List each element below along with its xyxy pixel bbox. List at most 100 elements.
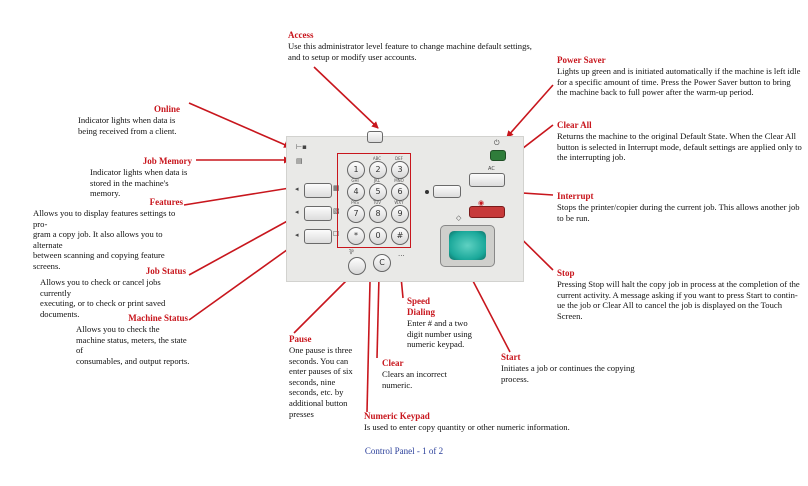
stop-button[interactable]: [469, 206, 505, 218]
clear-all-button[interactable]: [469, 173, 505, 187]
features-icon: ▦: [333, 184, 340, 192]
start-button-face: [449, 231, 486, 260]
callout-access-line-2: and to setup or modify user accounts.: [288, 51, 417, 62]
callout-power-saver-line-1: Lights up green and is initiated automat…: [557, 66, 801, 76]
keypad-key[interactable]: 9: [391, 205, 409, 223]
clear-all-label: AC: [488, 166, 495, 172]
leader-power-saver: [506, 84, 554, 138]
callout-pause-line-7: presses: [289, 408, 314, 419]
callout-job-status-line-1: Allows you to check or cancel jobs curre…: [40, 277, 161, 298]
stop-icon: ◉: [478, 199, 485, 207]
callout-start: Start Initiates a job or continues the c…: [501, 352, 635, 384]
callout-clear-all-line-3: the interrupting job.: [557, 152, 626, 163]
callout-interrupt-line-2: to be run.: [557, 212, 590, 223]
online-icon: ⊢▪: [296, 143, 307, 151]
callout-online-line-1: Indicator lights when data is: [78, 115, 176, 125]
callout-pause-line-5: seconds, etc. by: [289, 387, 344, 398]
callout-clear-all-line-1: Returns the machine to the original Defa…: [557, 131, 796, 141]
callout-clear-all-title: Clear All: [557, 120, 592, 130]
keypad-key-letters: TUV: [372, 200, 382, 205]
callout-clear-line-2: numeric.: [382, 379, 413, 390]
callout-pause-line-2: seconds. You can: [289, 355, 349, 366]
job-status-button[interactable]: [304, 206, 332, 221]
callout-pause-line-3: enter pauses of six: [289, 366, 353, 377]
callout-power-saver-title: Power Saver: [557, 55, 606, 65]
leader-online: [188, 102, 291, 148]
keypad-key-letters: PRS: [351, 200, 359, 205]
job-status-pointer-icon: ◂: [295, 208, 299, 216]
power-saver-button[interactable]: [490, 150, 506, 161]
clear-button[interactable]: C: [373, 254, 391, 272]
callout-machine-status-line-2: machine status, meters, the state of: [76, 334, 187, 356]
callout-machine-status-line-1: Allows you to check the: [76, 324, 160, 334]
leader-job-status: [188, 212, 303, 276]
pause-button[interactable]: [348, 257, 366, 275]
callout-job-memory-line-2: stored in the machine's memory.: [90, 177, 169, 199]
callout-start-title: Start: [501, 352, 521, 362]
callout-interrupt: Interrupt Stops the printer/copier durin…: [557, 191, 800, 223]
access-button[interactable]: [367, 131, 383, 143]
keypad-key-letters: DEF: [395, 156, 403, 161]
callout-interrupt-title: Interrupt: [557, 191, 594, 201]
speed-dial-key: ...: [398, 250, 405, 258]
callout-features-title: Features: [149, 197, 183, 207]
callout-clear-line-1: Clears an incorrect: [382, 369, 447, 379]
callout-power-saver: Power Saver Lights up green and is initi…: [557, 55, 800, 98]
callout-speed-dialing-line-1: Enter # and a two: [407, 318, 468, 328]
callout-speed-dialing-line-3: numeric keypad.: [407, 339, 465, 350]
start-icon: ◇: [456, 214, 462, 222]
callout-speed-dialing-title-1: Speed: [407, 296, 431, 306]
keypad-key[interactable]: 8: [369, 205, 387, 223]
callout-power-saver-line-2: for a specific amount of time. Press the…: [557, 76, 791, 87]
callout-speed-dialing-line-2: digit number using: [407, 328, 472, 339]
callout-stop-line-3: ue the job or Clear All to cancel the jo…: [557, 300, 783, 311]
callout-pause: Pause One pause is three seconds. You ca…: [289, 334, 353, 419]
callout-interrupt-line-1: Stops the printer/copier during the curr…: [557, 202, 800, 212]
keypad-key[interactable]: 6: [391, 183, 409, 201]
callout-clear-all-line-2: button is selected in Interrupt mode, de…: [557, 141, 802, 152]
machine-status-button[interactable]: [304, 229, 332, 244]
callout-features-line-2: gram a copy job. It also allows you to a…: [33, 229, 163, 250]
machine-status-pointer-icon: ◂: [295, 231, 299, 239]
keypad-key[interactable]: 0: [369, 227, 387, 245]
callout-clear-title: Clear: [382, 358, 404, 368]
interrupt-button[interactable]: [433, 185, 461, 198]
callout-numeric-keypad-line-1: Is used to enter copy quantity or other …: [364, 422, 570, 432]
callout-features: Features Allows you to display features …: [33, 197, 183, 272]
callout-features-line-3: between scanning and copying feature scr…: [33, 250, 165, 271]
keypad-key[interactable]: 5: [369, 183, 387, 201]
keypad-key[interactable]: 2: [369, 161, 387, 179]
callout-machine-status: Machine Status Allows you to check the m…: [42, 313, 192, 366]
keypad-key[interactable]: #: [391, 227, 409, 245]
features-button[interactable]: [304, 183, 332, 198]
keypad-key-letters: ABC: [372, 156, 382, 161]
page-footer: Control Panel - 1 of 2: [364, 446, 444, 456]
pause-icon: ⅌: [349, 248, 354, 256]
callout-job-memory: Job Memory Indicator lights when data is…: [82, 156, 192, 199]
machine-status-icon: ☐: [333, 230, 340, 238]
keypad-key[interactable]: 3: [391, 161, 409, 179]
callout-features-line-1: Allows you to display features settings …: [33, 208, 176, 229]
keypad-key-letters: MNO: [394, 178, 404, 183]
keypad-key[interactable]: 7: [347, 205, 365, 223]
numeric-keypad-frame: [337, 153, 411, 248]
callout-stop-line-4: Screen.: [557, 310, 583, 321]
callout-online-title: Online: [153, 104, 180, 114]
callout-access: Access Use this administrator level feat…: [288, 30, 532, 62]
callout-stop-line-1: Pressing Stop will halt the copy job in …: [557, 279, 800, 289]
keypad-key-letters: JKL: [373, 178, 381, 183]
start-button[interactable]: [440, 225, 495, 267]
callout-job-memory-line-1: Indicator lights when data is: [90, 167, 188, 177]
callout-job-memory-title: Job Memory: [142, 156, 192, 166]
callout-stop: Stop Pressing Stop will halt the copy jo…: [557, 268, 800, 321]
keypad-key-letters: WXY: [394, 200, 404, 205]
leader-access: [313, 66, 379, 129]
keypad-key[interactable]: 1: [347, 161, 365, 179]
keypad-key[interactable]: 4: [347, 183, 365, 201]
keypad-key[interactable]: *: [347, 227, 365, 245]
callout-access-title: Access: [288, 30, 314, 40]
callout-job-status-line-2: executing, or to check or print saved do…: [40, 298, 166, 319]
interrupt-indicator-icon: [425, 190, 429, 194]
leader-clear: [375, 275, 383, 359]
